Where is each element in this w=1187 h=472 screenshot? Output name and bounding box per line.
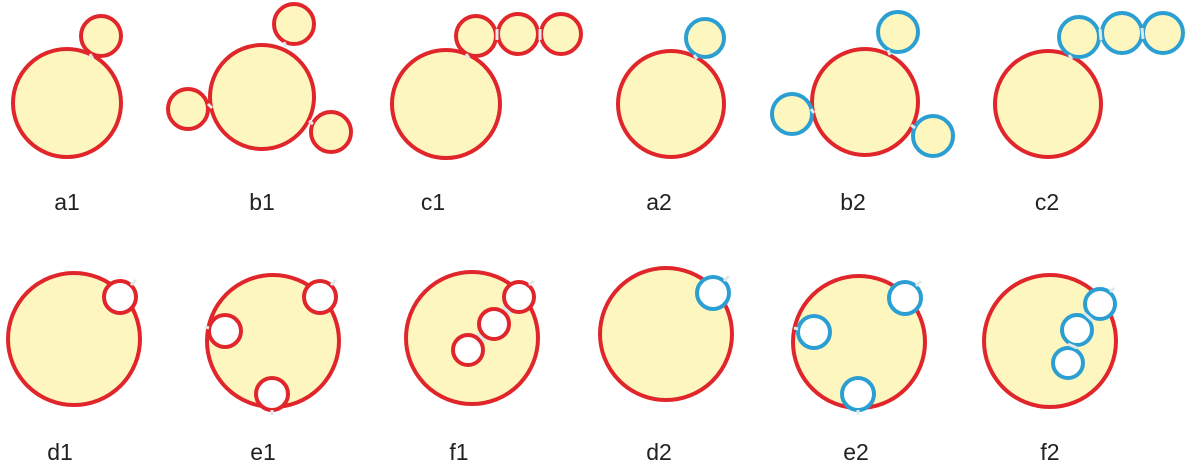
panel-label: b1	[249, 189, 275, 215]
junction-mark	[329, 278, 338, 287]
inner-circle	[887, 280, 923, 316]
small-circle	[770, 92, 814, 136]
junction-mark	[129, 278, 138, 287]
main-circle	[208, 43, 316, 151]
inner-circle	[796, 314, 832, 350]
junction-mark	[692, 54, 699, 60]
inner-circle	[695, 275, 731, 311]
junction-mark	[910, 123, 916, 130]
inner-circle	[254, 376, 290, 412]
junction-mark	[528, 279, 535, 287]
panel-f1: f1	[404, 270, 540, 465]
main-circle	[11, 47, 123, 159]
small-circle	[272, 2, 316, 46]
junction-mark	[475, 331, 487, 343]
small-circle	[876, 10, 920, 54]
main-circle	[810, 47, 920, 157]
inner-circle	[302, 279, 338, 315]
junction-mark	[1140, 27, 1145, 40]
panel-label: d1	[47, 439, 73, 465]
small-circle	[166, 87, 210, 131]
junction-mark	[206, 102, 214, 110]
panel-label: c2	[1035, 189, 1059, 215]
main-circle	[993, 49, 1103, 159]
inner-circle	[1083, 287, 1117, 321]
main-circle	[982, 273, 1118, 409]
panel-label: a1	[54, 189, 80, 215]
small-circle	[496, 12, 540, 56]
junction-mark	[1067, 342, 1078, 350]
junction-mark	[88, 53, 95, 60]
panel-label: f2	[1040, 439, 1059, 465]
panel-a1: a1	[11, 14, 123, 215]
small-circle	[684, 17, 726, 59]
inner-circle	[477, 307, 511, 341]
inner-circle	[1051, 346, 1085, 380]
inner-circle	[502, 280, 536, 314]
small-circle	[454, 14, 498, 58]
junction-mark	[1067, 54, 1074, 60]
panel-e2: e2	[791, 274, 927, 465]
panel-label: d2	[646, 439, 672, 465]
junction-mark	[793, 326, 799, 331]
panel-d1: d1	[6, 271, 142, 465]
junction-mark	[308, 119, 314, 126]
junction-mark	[282, 41, 288, 48]
junction-mark	[1108, 286, 1116, 294]
panel-b2: b2	[770, 10, 955, 215]
small-circle	[1100, 11, 1144, 55]
small-circle	[1141, 11, 1185, 55]
small-circle	[79, 14, 123, 58]
panel-b1: b1	[166, 2, 353, 215]
junction-mark	[501, 304, 512, 316]
small-circle	[1057, 15, 1101, 59]
panel-label: c1	[421, 189, 445, 215]
panel-label: b2	[840, 189, 866, 215]
panel-a2: a2	[616, 17, 726, 215]
junction-mark	[204, 325, 210, 330]
panel-c2: c2	[993, 11, 1185, 215]
small-circle	[911, 114, 955, 158]
junction-mark	[886, 49, 892, 56]
inner-circle	[840, 376, 876, 412]
panel-label: f1	[449, 439, 468, 465]
junction-mark	[809, 108, 816, 114]
junction-mark	[1083, 311, 1094, 323]
junction-mark	[1098, 28, 1103, 41]
inner-circle	[102, 279, 138, 315]
panel-d2: d2	[598, 266, 734, 465]
junction-mark	[914, 279, 923, 288]
panel-e1: e1	[204, 273, 341, 465]
panel-label: a2	[646, 189, 672, 215]
small-circle	[539, 12, 583, 56]
inner-circle	[207, 313, 243, 349]
main-circle	[616, 49, 726, 159]
junction-mark	[464, 53, 471, 59]
junction-mark	[722, 274, 731, 283]
inner-circle	[1060, 313, 1094, 347]
panel-label: e2	[843, 439, 869, 465]
panel-label: e1	[250, 439, 276, 465]
panel-c1: c1	[390, 12, 583, 215]
inner-circle	[451, 333, 485, 367]
small-circle	[309, 110, 353, 154]
main-circle	[390, 48, 502, 160]
panel-f2: f2	[982, 273, 1118, 465]
